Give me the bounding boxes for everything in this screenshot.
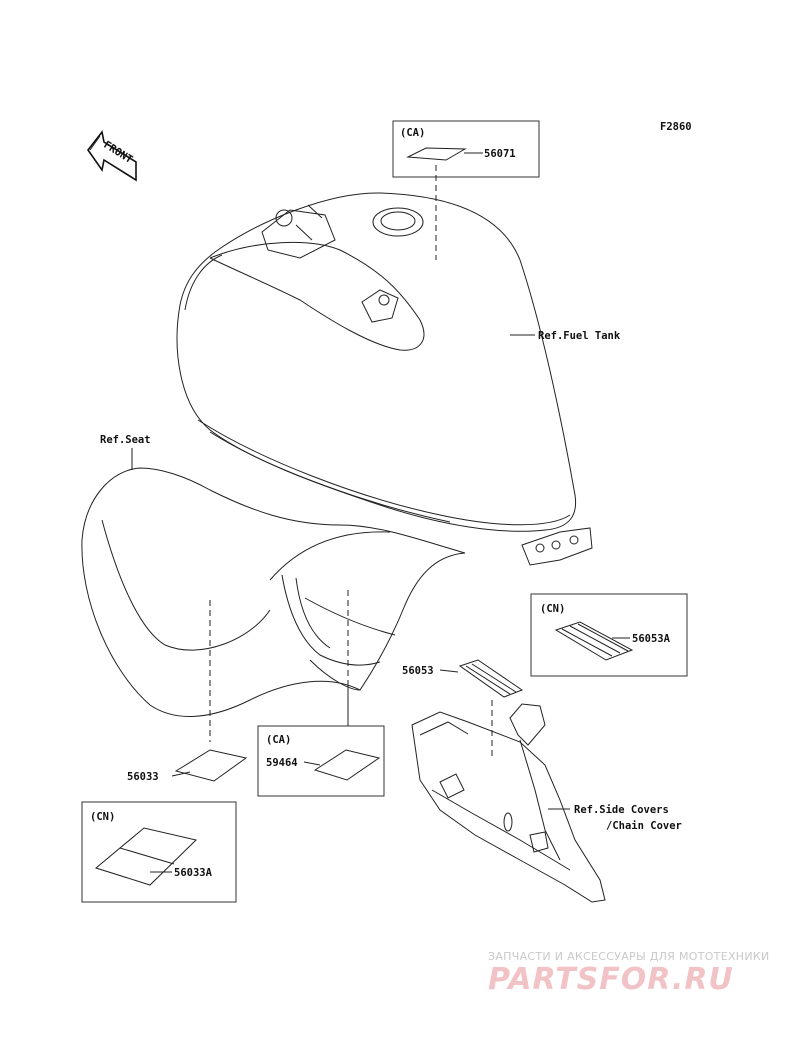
part-number-59464[interactable]: 59464	[266, 757, 298, 769]
region-tag-cn-top: (CN)	[540, 603, 565, 615]
decal-56053a	[554, 621, 634, 661]
ref-chain-cover-label: /Chain Cover	[606, 820, 682, 832]
region-tag-cn-bottom: (CN)	[90, 811, 115, 823]
part-number-56071[interactable]: 56071	[484, 148, 516, 160]
part-box-59464: (CA) 59464	[257, 725, 385, 797]
part-box-56033a: (CN) 56033A	[81, 801, 237, 903]
fuel-tank-outline	[176, 192, 593, 566]
part-box-56071: (CA) 56071	[392, 120, 540, 178]
region-tag-ca-top: (CA)	[400, 127, 425, 139]
part-number-56053[interactable]: 56053	[402, 665, 434, 677]
part-box-56053a: (CN) 56053A	[530, 593, 688, 677]
part-number-56053a[interactable]: 56053A	[632, 633, 671, 645]
watermark-logo: PARTSFOR.RU	[488, 962, 734, 997]
ref-seat-label: Ref.Seat	[100, 434, 151, 446]
decal-56053	[458, 659, 524, 698]
ref-side-covers-label: Ref.Side Covers	[574, 804, 669, 816]
decal-56033a	[94, 827, 198, 886]
decal-56033	[174, 749, 248, 782]
decal-56071	[406, 147, 467, 161]
side-cover-outline	[411, 703, 606, 903]
ref-fuel-tank-label: Ref.Fuel Tank	[538, 330, 621, 342]
front-arrow-icon: FRONT	[87, 130, 137, 182]
part-number-56033[interactable]: 56033	[127, 771, 159, 783]
figure-code: F2860	[660, 121, 692, 133]
watermark-tagline: ЗАПЧАСТИ И АКСЕССУАРЫ ДЛЯ МОТОТЕХНИКИ	[488, 950, 770, 963]
decal-59464	[313, 749, 381, 781]
region-tag-ca-bottom: (CA)	[266, 734, 291, 746]
seat-outline	[81, 467, 466, 717]
part-number-56033a[interactable]: 56033A	[174, 867, 213, 879]
